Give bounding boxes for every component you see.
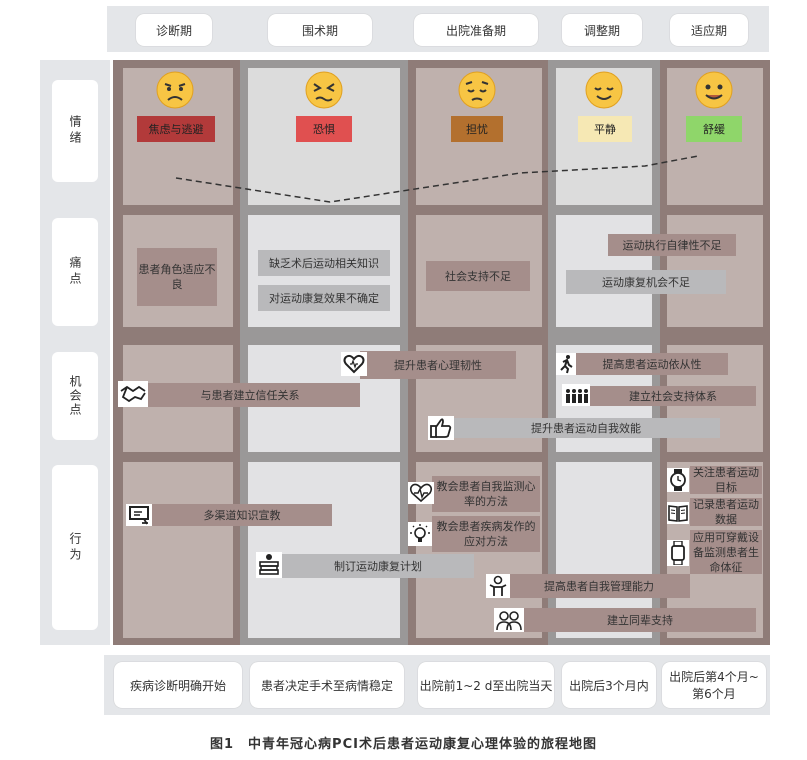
behavior-rehab-plan: 制订运动康复计划 (282, 554, 474, 578)
behavior-peer-support: 建立同辈支持 (524, 608, 756, 632)
row-label-behaviors: 行为 (52, 465, 98, 630)
wearable-device-icon (667, 540, 689, 566)
pain-point-self-discipline: 运动执行自律性不足 (608, 234, 736, 256)
pain-point-effect-uncertain: 对运动康复效果不确定 (258, 285, 390, 311)
books-icon (256, 552, 282, 578)
pensive-face-icon (458, 71, 496, 109)
opportunity-trust: 与患者建立信任关系 (140, 383, 360, 407)
row-label-opportunities: 机会点 (52, 352, 98, 440)
behavior-self-management: 提高患者自我管理能力 (508, 574, 690, 598)
running-person-icon (556, 353, 576, 375)
figure-caption: 图1 中青年冠心病PCI术后患者运动康复心理体验的旅程地图 (210, 737, 597, 752)
opportunity-social-system: 建立社会支持体系 (590, 386, 756, 406)
smiling-face-icon (695, 71, 733, 109)
timeline-adjustment: 出院后3个月内 (562, 662, 656, 708)
phase-perioperative: 围术期 (268, 14, 372, 46)
open-book-icon (667, 502, 689, 524)
handshake-icon (118, 381, 148, 407)
worried-face-icon (156, 71, 194, 109)
person-icon (486, 574, 510, 598)
thumbs-up-icon (428, 416, 454, 440)
fearful-face-icon (305, 71, 343, 109)
behavior-exercise-goals: 关注患者运动目标 (690, 466, 762, 494)
opportunity-resilience: 提升患者心理韧性 (360, 351, 516, 379)
lightbulb-icon (408, 522, 432, 546)
behavior-wearable-monitoring: 应用可穿戴设备监测患者生命体征 (690, 530, 762, 574)
pain-point-knowledge-lack: 缺乏术后运动相关知识 (258, 250, 390, 276)
pain-point-role-adaptation: 患者角色适应不良 (137, 248, 217, 306)
phase-adjustment: 调整期 (562, 14, 642, 46)
pain-point-rehab-opportunity: 运动康复机会不足 (566, 270, 726, 294)
emotion-anxiety: 焦虑与逃避 (137, 116, 215, 142)
row-label-pain-points: 痛点 (52, 218, 98, 326)
behavior-record-data: 记录患者运动数据 (690, 498, 762, 526)
timeline-perioperative: 患者决定手术至病情稳定 (250, 662, 404, 708)
emotion-worry: 担忧 (451, 116, 503, 142)
timeline-diagnosis: 疾病诊断明确开始 (114, 662, 242, 708)
emotion-fear: 恐惧 (296, 116, 352, 142)
pain-point-social-support: 社会支持不足 (426, 261, 530, 291)
phase-discharge-prep: 出院准备期 (414, 14, 538, 46)
emotion-relief: 舒缓 (686, 116, 742, 142)
heart-outline-icon (341, 352, 367, 376)
presentation-icon (126, 504, 152, 526)
opportunity-self-efficacy: 提升患者运动自我效能 (452, 418, 720, 438)
row-label-emotion: 情绪 (52, 80, 98, 182)
cell-behavior-2 (248, 462, 400, 638)
cell-behavior-1 (123, 462, 233, 638)
timeline-adaptation: 出院后第4个月~第6个月 (662, 662, 766, 708)
phase-adaptation: 适应期 (670, 14, 748, 46)
relieved-face-icon (585, 71, 623, 109)
behavior-attack-response: 教会患者疾病发作的应对方法 (432, 516, 540, 552)
peers-icon (494, 608, 524, 632)
people-group-icon (562, 384, 590, 406)
watch-icon (667, 468, 689, 492)
opportunity-compliance: 提高患者运动依从性 (576, 353, 728, 375)
behavior-heart-rate-monitoring: 教会患者自我监测心率的方法 (432, 476, 540, 512)
emotion-calm: 平静 (578, 116, 632, 142)
phase-diagnosis: 诊断期 (136, 14, 212, 46)
heartbeat-icon (408, 482, 434, 504)
timeline-discharge: 出院前1~2 d至出院当天 (418, 662, 554, 708)
behavior-education: 多渠道知识宣教 (152, 504, 332, 526)
